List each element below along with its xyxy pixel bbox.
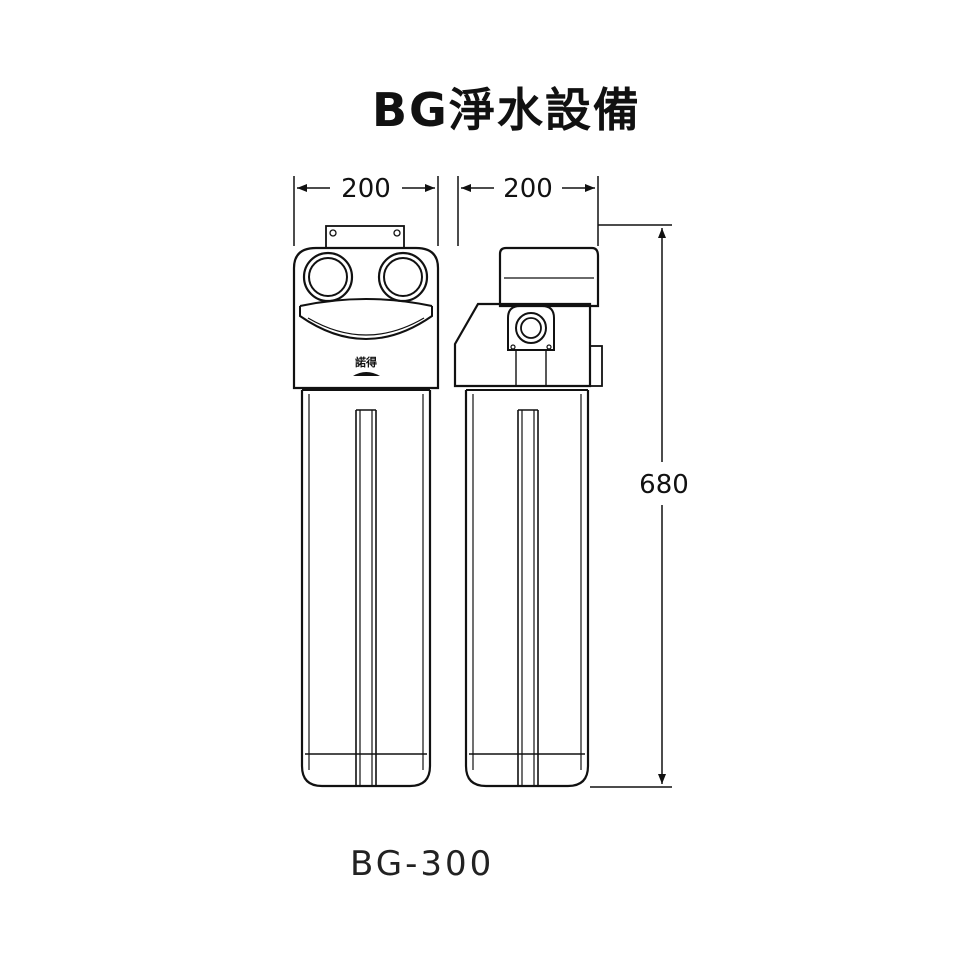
side-width-dimension: 200 xyxy=(457,174,599,246)
front-width-label: 200 xyxy=(341,174,391,204)
brand-logo-icon xyxy=(353,372,380,376)
page-title: BG淨水設備 xyxy=(372,83,641,137)
height-label: 680 xyxy=(639,470,689,500)
brand-label: 諾得 xyxy=(355,355,377,369)
front-view: 諾得 xyxy=(292,225,440,788)
side-view xyxy=(453,246,603,788)
model-number: BG-300 xyxy=(350,844,495,884)
side-width-label: 200 xyxy=(503,174,553,204)
height-dimension: 680 xyxy=(590,224,689,788)
front-width-dimension: 200 xyxy=(293,174,439,246)
